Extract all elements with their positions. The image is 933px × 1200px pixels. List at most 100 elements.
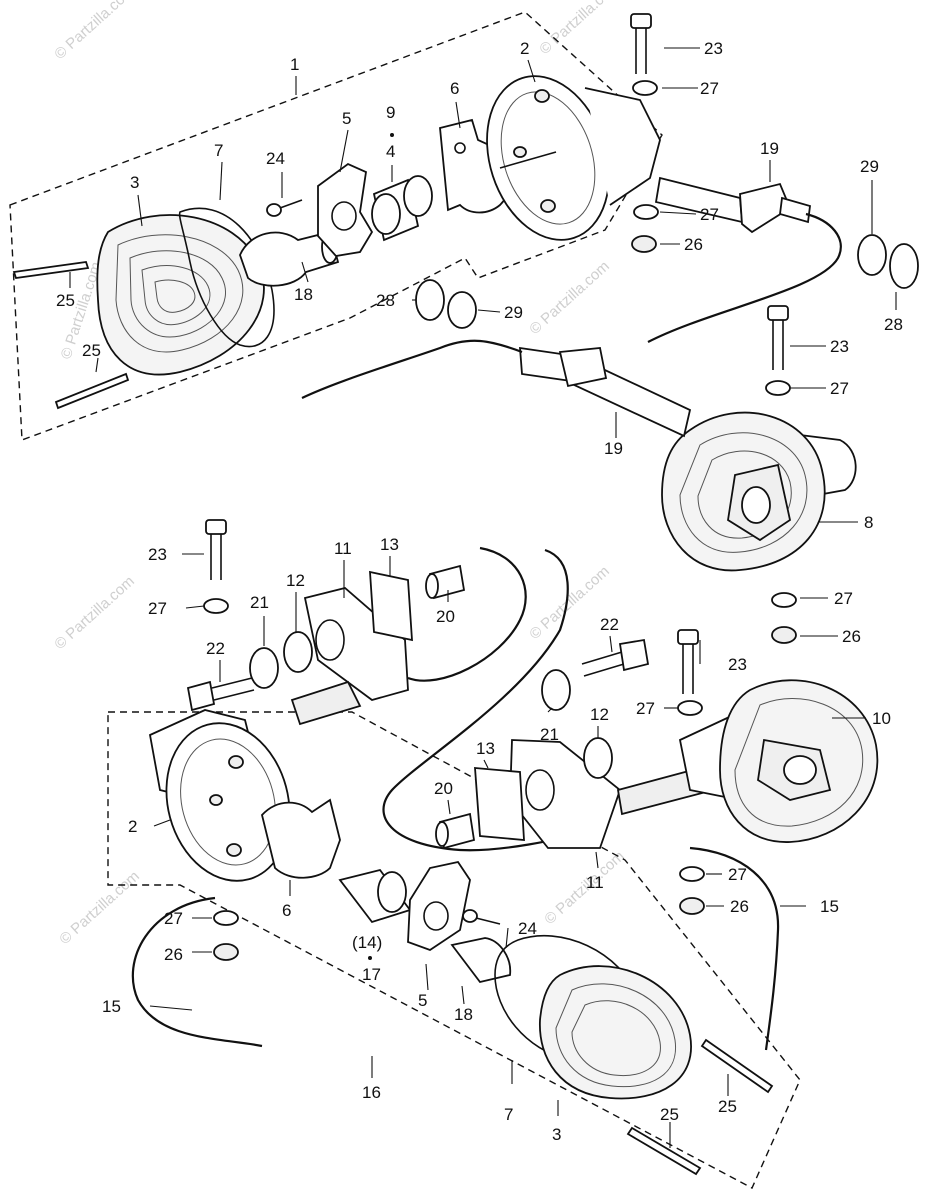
callout-27-lower-right2: 27 — [728, 865, 747, 884]
bolt-part-22-lower — [581, 638, 650, 677]
socket-part-4 — [371, 175, 433, 242]
washer-part-27-right — [765, 380, 791, 396]
callout-labels: 1 2 3 4 5 6 7 9 18 19 19 23 23 24 25 25 … — [56, 39, 903, 1144]
washer-part-27-lower-right — [677, 700, 703, 716]
screw-part-25b — [54, 372, 130, 410]
callout-29-left: 29 — [504, 303, 523, 322]
bolt-part-23-top — [630, 13, 652, 74]
callout-6: 6 — [450, 79, 459, 98]
callout-12-lower: 12 — [590, 705, 609, 724]
callout-10: 10 — [872, 709, 891, 728]
callout-15-right: 15 — [820, 897, 839, 916]
callout-27-b: 27 — [700, 205, 719, 224]
stud-part-19-lower — [519, 346, 692, 438]
bolt-part-22-upper — [186, 677, 255, 712]
watermark: © Partzilla.com — [526, 258, 612, 338]
callout-23-lower-right: 23 — [728, 655, 747, 674]
washer-part-27-upper-left — [203, 598, 229, 614]
callout-3-lower: 3 — [552, 1125, 561, 1144]
callout-23-right: 23 — [830, 337, 849, 356]
bolt-part-23-upper-left — [205, 519, 227, 580]
nut-part-26-lower-left — [213, 943, 239, 961]
lens-part-3 — [96, 214, 265, 376]
bulb-socket-plate-part-5 — [317, 162, 374, 257]
gasket-part-7 — [178, 207, 275, 348]
callout-24-lower: 24 — [518, 919, 537, 938]
callout-7: 7 — [214, 141, 223, 160]
bolt-part-23-lower-right — [677, 629, 699, 694]
callout-26: 26 — [684, 235, 703, 254]
screw-part-25a — [12, 261, 90, 279]
nut-part-26-mid-right — [771, 626, 797, 644]
callout-28-left: 28 — [376, 291, 395, 310]
watermark: © Partzilla.com — [536, 0, 622, 58]
callout-6-lower: 6 — [282, 901, 291, 920]
callout-18-lower: 18 — [454, 1005, 473, 1024]
bottom-assembly — [107, 519, 879, 1189]
washer-part-21-lower — [541, 669, 571, 711]
bracket-part-11-upper — [303, 587, 409, 701]
leader-lines — [69, 47, 897, 1148]
bulb-socket-plate-part-5-lower — [407, 860, 471, 952]
wire-top-left — [301, 339, 523, 399]
watermark: © Partzilla.com — [56, 868, 142, 948]
washer-part-12-lower — [583, 737, 613, 779]
callout-7-lower: 7 — [504, 1105, 513, 1124]
callout-5-lower: 5 — [418, 991, 427, 1010]
housing-part-2 — [486, 75, 661, 241]
callout-28-right: 28 — [884, 315, 903, 334]
stud-part-19-top — [654, 176, 811, 234]
callout-27-lower-left: 27 — [164, 909, 183, 928]
washer-part-27-lower-left — [213, 910, 239, 926]
callout-27-c: 27 — [830, 379, 849, 398]
wire-part-15-right — [689, 846, 780, 1051]
top-assembly — [9, 11, 919, 572]
mounting-bracket-part-6-lower — [261, 798, 341, 879]
washer-part-29-left — [447, 291, 477, 329]
washer-part-28-left — [415, 279, 445, 321]
callout-25-lower-right: 25 — [718, 1097, 737, 1116]
callout-19: 19 — [760, 139, 779, 158]
lens-part-3-lower — [539, 965, 692, 1100]
collar-part-20-lower — [435, 812, 476, 850]
callout-27: 27 — [700, 79, 719, 98]
callout-20-lower: 20 — [434, 779, 453, 798]
screw-part-25c — [700, 1038, 774, 1094]
callout-29-right: 29 — [860, 157, 879, 176]
collar-part-20-upper — [425, 564, 466, 600]
screw-part-24 — [266, 199, 303, 217]
callout-15-left: 15 — [102, 997, 121, 1016]
callout-26-lower-right: 26 — [730, 897, 749, 916]
callout-21-upper: 21 — [250, 593, 269, 612]
washer-part-29-right — [857, 234, 887, 276]
callout-25-b: 25 — [82, 341, 101, 360]
watermark: © Partzilla.com — [51, 0, 137, 63]
bulb-part-18-lower — [450, 937, 512, 984]
washer-part-28-right — [889, 243, 919, 289]
washer-part-27-top — [632, 80, 658, 96]
callout-25-lower: 25 — [660, 1105, 679, 1124]
washer-part-12-upper — [283, 631, 313, 673]
turn-signal-part-8 — [661, 411, 857, 572]
callout-23: 23 — [704, 39, 723, 58]
wire-part-15-left — [131, 896, 263, 1048]
callout-dot — [390, 133, 394, 137]
wire-lower-2 — [382, 548, 591, 852]
callout-dot — [368, 956, 372, 960]
callout-24: 24 — [266, 149, 285, 168]
wire-top-right — [647, 212, 842, 343]
assembly-16-outline — [107, 711, 801, 1189]
callout-16: 16 — [362, 1083, 381, 1102]
callout-20-upper: 20 — [436, 607, 455, 626]
plate-part-13-lower — [474, 767, 525, 841]
callout-13-upper: 13 — [380, 535, 399, 554]
screw-part-24-lower — [462, 909, 501, 925]
callout-14: (14) — [352, 933, 382, 952]
callout-8: 8 — [864, 513, 873, 532]
bolt-part-23-right — [767, 305, 789, 370]
callout-27-mid-right: 27 — [834, 589, 853, 608]
screw-part-25d — [626, 1126, 702, 1176]
callout-26-mid-right: 26 — [842, 627, 861, 646]
callout-18: 18 — [294, 285, 313, 304]
